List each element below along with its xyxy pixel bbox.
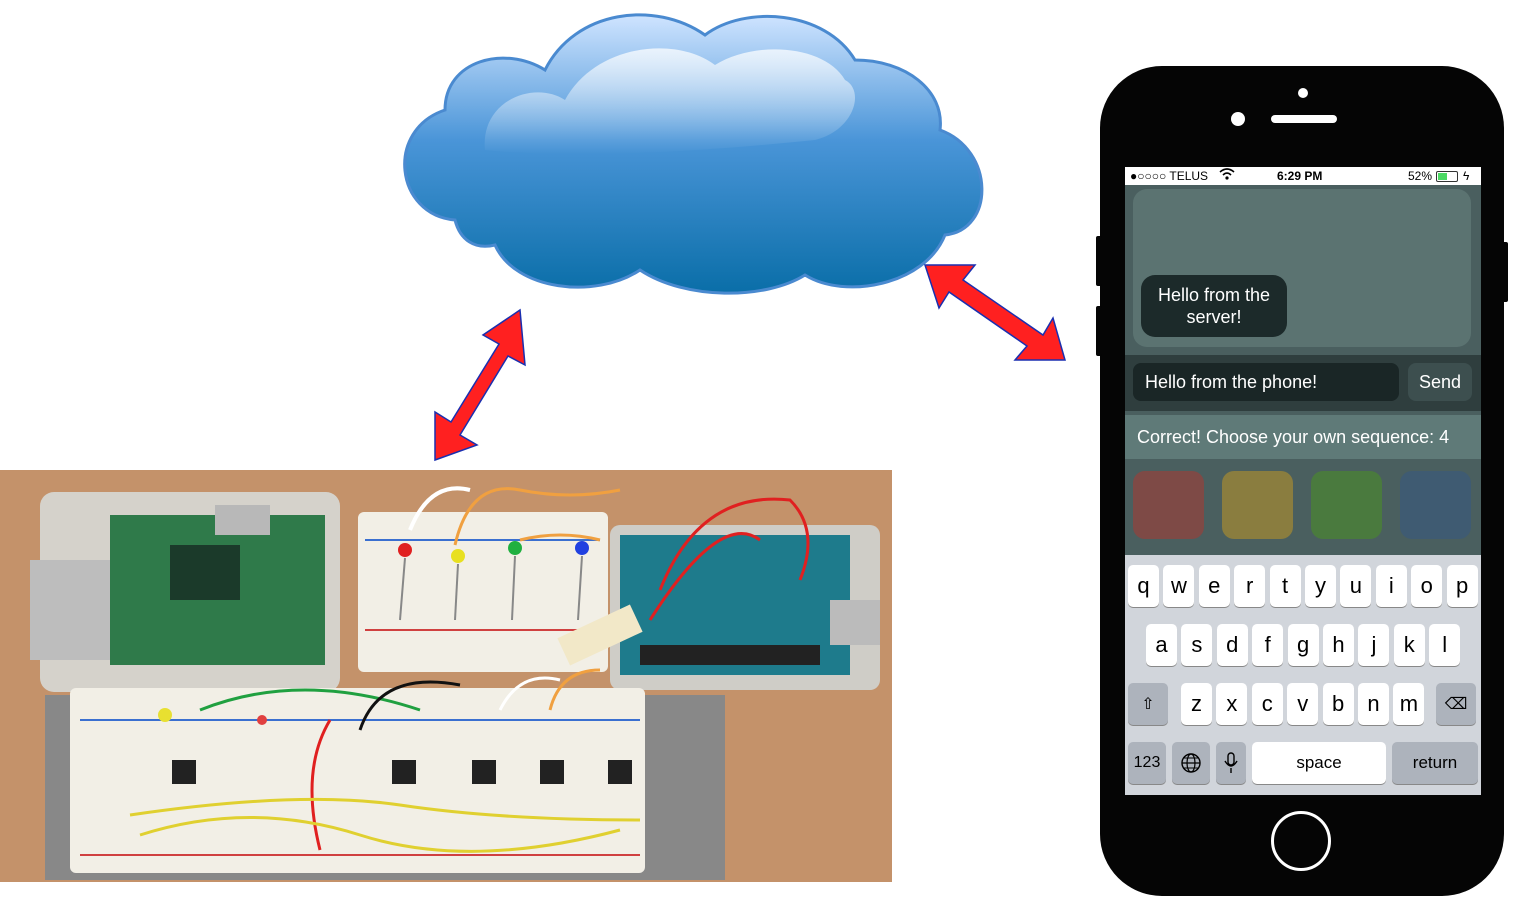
chat-area: Hello from the server! [1133,189,1471,347]
battery-icon [1436,171,1458,182]
clock-label: 6:29 PM [1277,169,1323,183]
status-bar: ●○○○○ TELUS 6:29 PM 52% ϟ [1125,167,1481,185]
key-x[interactable]: x [1216,683,1248,725]
key-z[interactable]: z [1181,683,1212,725]
message-input[interactable]: Hello from the phone! [1133,363,1399,401]
color-button-red[interactable] [1133,471,1204,539]
key-n[interactable]: n [1358,683,1389,725]
lower-breadboard [70,688,645,873]
led-yellow [451,549,465,563]
home-button[interactable] [1271,811,1331,871]
key-e[interactable]: e [1198,565,1230,607]
numbers-key[interactable]: 123 [1128,742,1166,784]
color-button-green[interactable] [1311,471,1382,539]
led-green [508,541,522,555]
key-l[interactable]: l [1429,624,1461,666]
upper-breadboard [358,512,608,672]
return-key[interactable]: return [1392,742,1478,784]
key-w[interactable]: w [1163,565,1195,607]
key-a[interactable]: a [1146,624,1177,666]
shift-key-icon[interactable]: ⇧ [1128,683,1168,725]
led-yellow-small [158,708,172,722]
wifi-icon [1219,167,1235,181]
volume-button [1096,236,1102,286]
cloud-icon [403,13,984,295]
smartphone: ●○○○○ TELUS 6:29 PM 52% ϟ Hello from the… [1096,66,1508,900]
key-u[interactable]: u [1340,565,1372,607]
send-button[interactable]: Send [1408,363,1472,401]
key-r[interactable]: r [1234,565,1266,607]
camera-icon [1298,88,1308,98]
color-button-row [1125,463,1481,547]
push-button [540,760,564,784]
backspace-key-icon[interactable]: ⌫ [1436,683,1476,725]
key-d[interactable]: d [1216,624,1248,666]
double-arrow-icon [434,308,526,462]
key-t[interactable]: t [1269,565,1301,607]
carrier-label: ●○○○○ TELUS [1130,169,1209,183]
front-sensor-icon [1231,112,1245,126]
phone-frame: ●○○○○ TELUS 6:29 PM 52% ϟ Hello from the… [1100,66,1504,896]
key-s[interactable]: s [1181,624,1213,666]
key-m[interactable]: m [1393,683,1425,725]
power-button [1502,242,1508,302]
key-q[interactable]: q [1128,565,1159,607]
key-o[interactable]: o [1411,565,1443,607]
push-button [608,760,632,784]
battery-label: 52% [1408,169,1433,183]
key-i[interactable]: i [1375,565,1407,607]
speaker-grille [1271,115,1337,123]
key-f[interactable]: f [1252,624,1284,666]
push-button [472,760,496,784]
space-key[interactable]: space [1252,742,1386,784]
key-p[interactable]: p [1446,565,1478,607]
led-blue [575,541,589,555]
key-y[interactable]: y [1305,565,1336,607]
input-row: Hello from the phone! Send [1125,355,1481,411]
color-button-blue[interactable] [1400,471,1471,539]
game-status-text: Correct! Choose your own sequence: 4 [1125,415,1481,459]
led-red-small [257,715,267,725]
key-g[interactable]: g [1287,624,1319,666]
charging-bolt-icon: ϟ [1463,169,1470,183]
key-k[interactable]: k [1393,624,1425,666]
led-red [398,543,412,557]
volume-button [1096,306,1102,356]
phone-screen: ●○○○○ TELUS 6:29 PM 52% ϟ Hello from the… [1125,167,1481,795]
key-b[interactable]: b [1322,683,1354,725]
key-c[interactable]: c [1251,683,1283,725]
chat-bubble: Hello from the server! [1141,275,1287,337]
push-button [392,760,416,784]
key-v[interactable]: v [1287,683,1319,725]
hardware-photo [0,470,892,882]
globe-icon[interactable] [1172,742,1210,784]
key-h[interactable]: h [1323,624,1354,666]
push-button [172,760,196,784]
key-j[interactable]: j [1358,624,1390,666]
double-arrow-icon [923,264,1066,361]
microphone-icon[interactable] [1216,742,1246,784]
color-button-yellow[interactable] [1222,471,1293,539]
